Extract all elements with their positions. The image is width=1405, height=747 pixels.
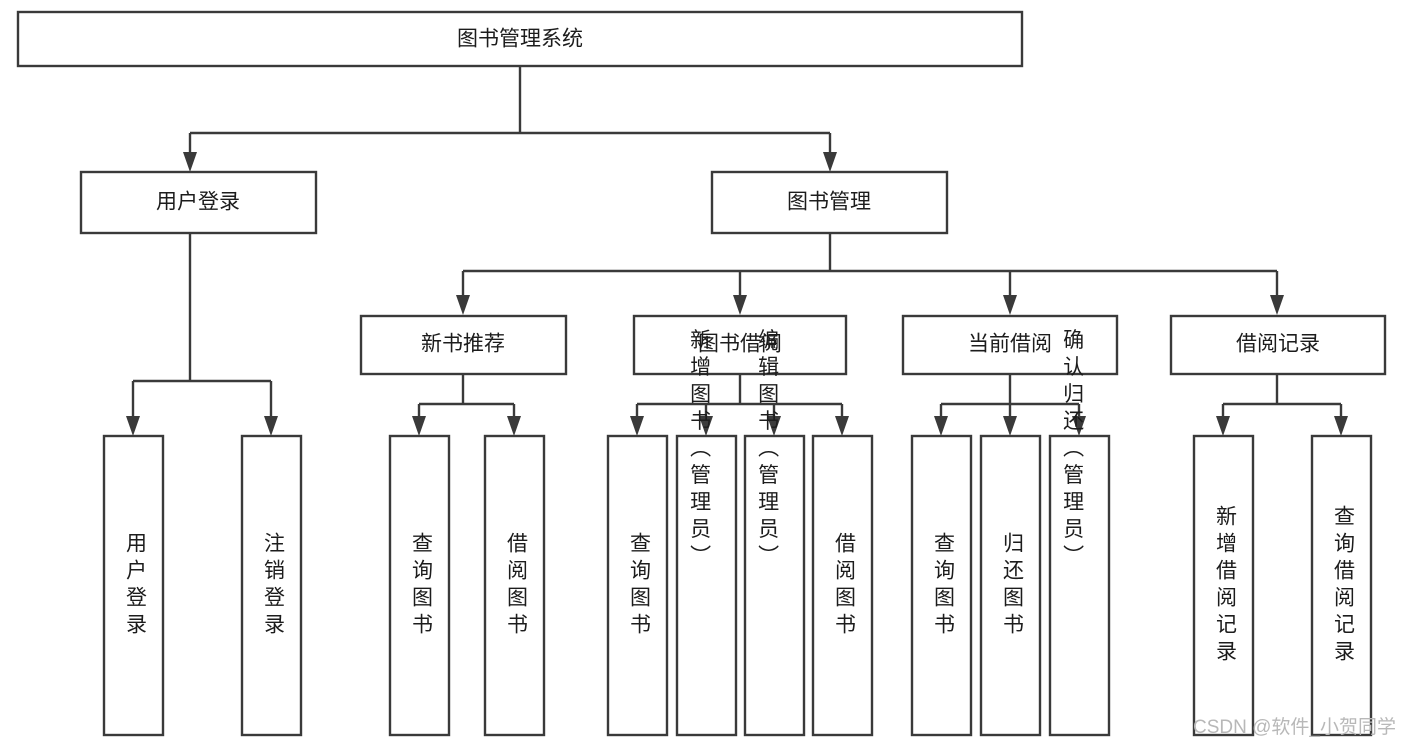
node-leaf-edit-book[interactable]: 编辑图书（管理员）	[743, 329, 806, 737]
node-leaf-borrow-book-1-box[interactable]	[483, 434, 546, 737]
node-book-manage-label: 图书管理	[787, 191, 871, 214]
node-user-login-label: 用户登录	[156, 191, 240, 214]
node-leaf-query-record-box[interactable]	[1310, 434, 1373, 737]
node-new-book-rec-box[interactable]	[359, 314, 568, 376]
node-leaf-add-book-label: 新增图书（管理员）	[688, 329, 712, 572]
node-leaf-borrow-book-2-label: 借阅图书	[832, 532, 856, 640]
node-leaf-query-record[interactable]: 查询借阅记录	[1310, 434, 1373, 737]
node-book-borrow[interactable]: 图书借阅	[632, 314, 848, 376]
node-new-book-rec-label: 新书推荐	[421, 333, 505, 356]
arrow-to-leaf-query-book-2	[630, 416, 644, 436]
node-leaf-add-book[interactable]: 新增图书（管理员）	[675, 329, 738, 737]
arrow-to-leaf-add-book	[699, 416, 713, 436]
arrow-to-leaf-confirm-return	[1072, 416, 1086, 436]
node-leaf-query-book-1-box[interactable]	[388, 434, 451, 737]
arrow-to-user-login	[183, 152, 197, 172]
node-leaf-add-book-box[interactable]	[675, 434, 738, 737]
node-leaf-borrow-book-2-box[interactable]	[811, 434, 874, 737]
node-leaf-edit-book-box[interactable]	[743, 434, 806, 737]
node-leaf-add-record-label: 新增借阅记录	[1213, 505, 1237, 667]
node-leaf-borrow-book-1[interactable]: 借阅图书	[483, 434, 546, 737]
node-borrow-record[interactable]: 借阅记录	[1169, 314, 1387, 376]
node-current-borrow[interactable]: 当前借阅	[901, 314, 1119, 376]
node-leaf-query-book-2[interactable]: 查询图书	[606, 434, 669, 737]
node-borrow-record-box[interactable]	[1169, 314, 1387, 376]
node-leaf-user-login-box[interactable]	[102, 434, 165, 737]
node-leaf-query-record-label: 查询借阅记录	[1331, 505, 1355, 667]
arrow-to-borrow-record	[1270, 295, 1284, 315]
arrow-to-leaf-query-book-3	[934, 416, 948, 436]
node-borrow-record-label: 借阅记录	[1236, 333, 1320, 356]
arrow-to-book-borrow	[733, 295, 747, 315]
node-root[interactable]: 图书管理系统	[16, 10, 1024, 68]
arrow-to-leaf-user-login	[126, 416, 140, 436]
node-leaf-query-book-1-label: 查询图书	[409, 532, 433, 640]
node-book-borrow-label: 图书借阅	[698, 333, 782, 356]
arrow-to-leaf-query-book-1	[412, 416, 426, 436]
node-leaf-add-record-box[interactable]	[1192, 434, 1255, 737]
node-book-borrow-box[interactable]	[632, 314, 848, 376]
edge-layer	[126, 66, 1348, 436]
node-leaf-user-logout-box[interactable]	[240, 434, 303, 737]
watermark-label: CSDN @软件_小贺同学	[1193, 716, 1396, 738]
node-leaf-edit-book-label: 编辑图书（管理员）	[756, 329, 780, 572]
node-leaf-return-book[interactable]: 归还图书	[979, 434, 1042, 737]
node-leaf-confirm-return[interactable]: 确认归还（管理员）	[1048, 329, 1111, 737]
node-leaf-user-logout[interactable]: 注销登录	[240, 434, 303, 737]
node-leaf-query-book-2-box[interactable]	[606, 434, 669, 737]
node-leaf-query-book-3[interactable]: 查询图书	[910, 434, 973, 737]
node-user-login[interactable]: 用户登录	[79, 170, 318, 235]
node-root-label: 图书管理系统	[457, 28, 583, 51]
arrow-to-leaf-borrow-book-2	[835, 416, 849, 436]
arrow-to-leaf-borrow-book-1	[507, 416, 521, 436]
node-leaf-user-login-label: 用户登录	[123, 532, 147, 640]
node-leaf-borrow-book-2[interactable]: 借阅图书	[811, 434, 874, 737]
arrow-to-leaf-return-book	[1003, 416, 1017, 436]
arrow-to-new-book-rec	[456, 295, 470, 315]
node-leaf-confirm-return-label: 确认归还（管理员）	[1061, 329, 1085, 572]
node-new-book-rec[interactable]: 新书推荐	[359, 314, 568, 376]
node-leaf-query-book-1[interactable]: 查询图书	[388, 434, 451, 737]
node-leaf-return-book-box[interactable]	[979, 434, 1042, 737]
node-leaf-borrow-book-1-label: 借阅图书	[504, 532, 528, 640]
node-current-borrow-box[interactable]	[901, 314, 1119, 376]
node-leaf-query-book-3-box[interactable]	[910, 434, 973, 737]
node-user-login-box[interactable]	[79, 170, 318, 235]
arrow-to-current-borrow	[1003, 295, 1017, 315]
node-book-manage[interactable]: 图书管理	[710, 170, 949, 235]
arrow-to-book-manage	[823, 152, 837, 172]
node-leaf-user-logout-label: 注销登录	[261, 532, 285, 640]
arrow-to-leaf-user-logout	[264, 416, 278, 436]
node-root-box[interactable]	[16, 10, 1024, 68]
node-current-borrow-label: 当前借阅	[968, 333, 1052, 356]
arrow-to-leaf-edit-book	[767, 416, 781, 436]
node-book-manage-box[interactable]	[710, 170, 949, 235]
node-leaf-return-book-label: 归还图书	[1000, 532, 1024, 640]
arrow-to-leaf-add-record	[1216, 416, 1230, 436]
node-leaf-add-record[interactable]: 新增借阅记录	[1192, 434, 1255, 737]
arrow-to-leaf-query-record	[1334, 416, 1348, 436]
node-leaf-query-book-3-label: 查询图书	[931, 532, 955, 640]
node-leaf-confirm-return-box[interactable]	[1048, 434, 1111, 737]
node-leaf-user-login[interactable]: 用户登录	[102, 434, 165, 737]
node-leaf-query-book-2-label: 查询图书	[627, 532, 651, 640]
